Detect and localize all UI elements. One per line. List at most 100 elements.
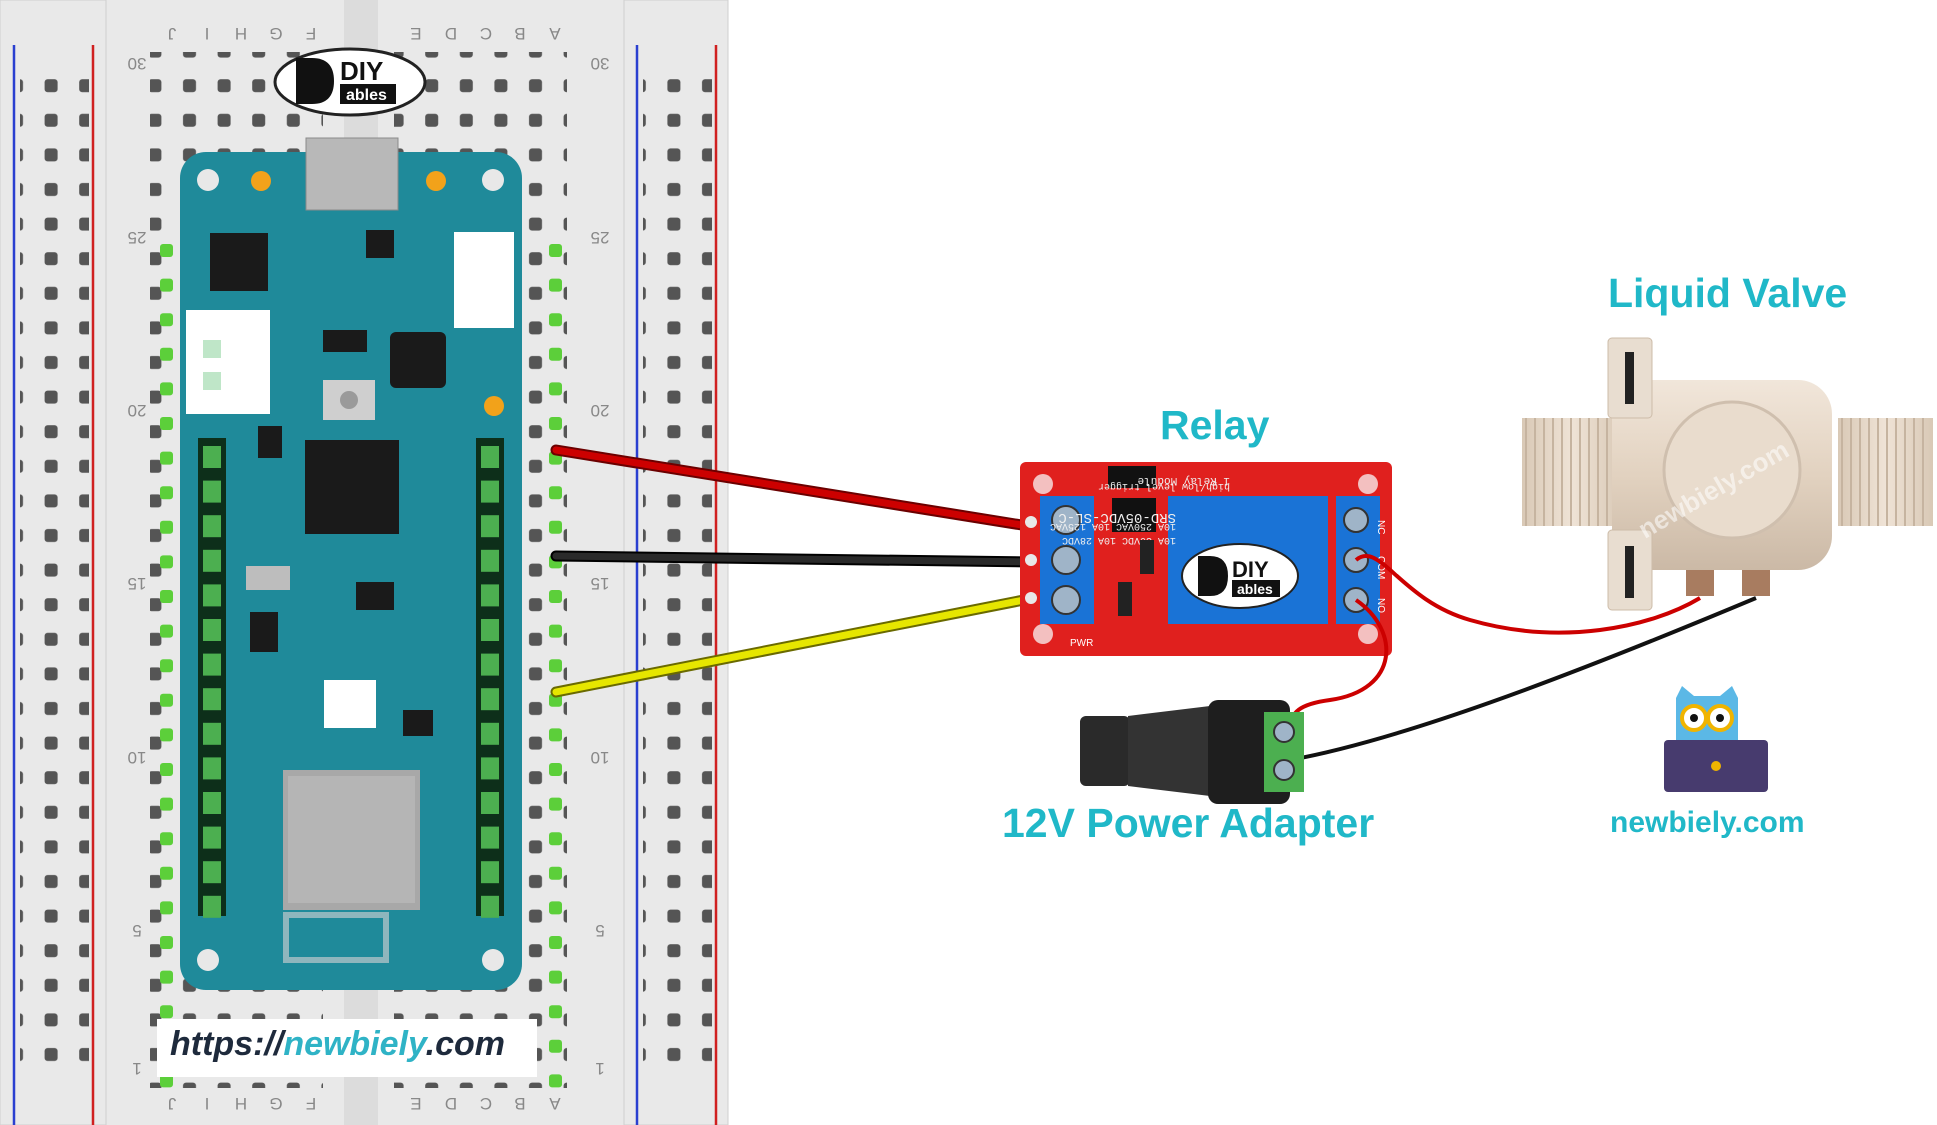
- url-tld: .com: [425, 1025, 506, 1063]
- relay-rating-2: 10A 30VDC 10A 28VDC: [1062, 534, 1176, 545]
- wire-black-inner: [552, 552, 1038, 566]
- header-pin: [203, 688, 221, 711]
- power-adapter-label: 12V Power Adapter: [1002, 800, 1375, 846]
- hole-highlight: [160, 901, 173, 915]
- relay-pin-dot: [1025, 592, 1037, 604]
- hole-highlight: [160, 1074, 173, 1088]
- hole-highlight: [160, 797, 173, 811]
- hole-highlight: [160, 624, 173, 638]
- led-orange: [484, 396, 504, 416]
- terminal-no-label: NO: [1375, 598, 1386, 613]
- header-pin: [203, 722, 221, 745]
- hole-highlight: [549, 347, 562, 361]
- header-pin: [203, 757, 221, 780]
- terminal-screw: [1051, 505, 1081, 535]
- header-pin: [203, 619, 221, 641]
- optocoupler: [1112, 498, 1156, 532]
- power-adapter: [1080, 700, 1304, 804]
- hole-highlight: [160, 244, 173, 257]
- hole-highlight: [549, 1074, 562, 1088]
- adapter-screw: [1273, 721, 1295, 743]
- hole-highlight: [160, 763, 173, 776]
- hole-highlight: [549, 936, 562, 949]
- relay-pin-dot: [1025, 516, 1037, 528]
- relay-title: 1 Relay Module: [1138, 474, 1230, 486]
- header-pin: [481, 826, 499, 849]
- row-number: 1: [595, 1059, 604, 1078]
- arduino-board: [180, 137, 522, 990]
- url-box: [157, 1019, 537, 1077]
- liquid-valve: newbiely.com: [1522, 337, 1933, 611]
- hole-highlight: [160, 866, 173, 880]
- header-pin: [481, 861, 499, 884]
- header-pins: [203, 446, 499, 918]
- signal-wires: [550, 444, 1040, 698]
- header-pin: [481, 653, 499, 676]
- row-number: 30: [128, 54, 147, 73]
- hole-highlight: [549, 590, 562, 603]
- relay-mount-hole: [1033, 624, 1053, 644]
- wifi-module-shield: [288, 776, 415, 903]
- relay-diy-logo-mark: [1198, 556, 1228, 596]
- relay-diy-logo-top: DIY: [1232, 557, 1269, 582]
- terminal-nc-label: NC: [1375, 520, 1386, 534]
- valve-thread-right: [1838, 418, 1933, 526]
- chip: [366, 230, 394, 258]
- header-pin: [481, 515, 499, 538]
- crystal: [246, 566, 290, 590]
- wire-relay-to-valve-red: [1354, 554, 1702, 635]
- header-pin: [481, 757, 499, 780]
- header-pin: [203, 515, 221, 538]
- column-letter: B: [514, 1094, 525, 1113]
- hole-highlight: [160, 659, 173, 673]
- hole-highlight: [160, 693, 173, 707]
- column-letter: I: [205, 24, 210, 43]
- header-pin: [203, 584, 221, 607]
- hole-highlight: [160, 382, 173, 396]
- header-pin: [203, 549, 221, 572]
- hole-highlight: [549, 659, 562, 673]
- header-pin: [203, 653, 221, 676]
- hole-highlight: [160, 520, 173, 534]
- hole-highlight: [549, 244, 562, 257]
- column-letter: G: [269, 1094, 282, 1113]
- wire-red-inner: [552, 446, 1038, 531]
- row-number: 10: [591, 748, 610, 767]
- newbiely-logo-text: newbiely.com: [1610, 806, 1805, 839]
- row-number: 5: [595, 921, 604, 940]
- column-letter: H: [235, 24, 247, 43]
- resistor: [1118, 582, 1132, 616]
- led-orange: [426, 171, 446, 191]
- row-number: 15: [591, 574, 610, 593]
- mount-hole: [482, 169, 504, 191]
- column-letter: D: [445, 24, 457, 43]
- hole-highlight: [549, 866, 562, 880]
- row-number: 20: [591, 401, 610, 420]
- hole-highlight: [160, 1005, 173, 1019]
- relay-part-number: SRD-05VDC-SL-C: [1058, 509, 1176, 525]
- header-pin: [203, 861, 221, 884]
- column-letter: J: [168, 1094, 177, 1113]
- header-pin: [481, 549, 499, 572]
- valve-terminal: [1742, 570, 1770, 596]
- led-orange: [251, 171, 271, 191]
- chip: [210, 233, 268, 291]
- valve-coil: [1662, 400, 1802, 540]
- hole-highlight: [160, 278, 173, 292]
- hole-highlight: [160, 347, 173, 361]
- hole-highlight: [549, 763, 562, 776]
- connector-pin: [203, 340, 221, 358]
- hole-highlight: [549, 1005, 562, 1019]
- column-letter: A: [549, 24, 561, 43]
- column-letter: C: [480, 1094, 492, 1113]
- rail-holes-left: [20, 75, 89, 1075]
- connector-pin: [203, 372, 221, 390]
- hole-highlight: [549, 417, 562, 430]
- header-pin: [203, 446, 221, 468]
- relay-rating-1: 10A 250VAC 10A 125VAC: [1050, 520, 1176, 531]
- header-pin: [481, 688, 499, 711]
- hole-highlight: [549, 520, 562, 534]
